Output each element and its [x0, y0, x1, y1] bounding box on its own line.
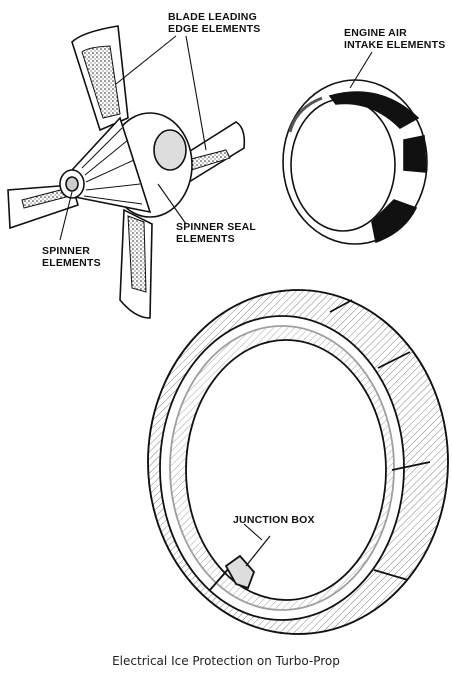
- blade-leading-edge-label: BLADE LEADING EDGE ELEMENTS: [168, 11, 261, 35]
- engine-air-intake-label: ENGINE AIR INTAKE ELEMENTS: [344, 27, 446, 51]
- propeller-assembly: [7, 25, 246, 319]
- junction-box-label: JUNCTION BOX: [233, 514, 315, 526]
- ice-protection-diagram: [7, 25, 449, 635]
- figure-caption: Electrical Ice Protection on Turbo-Prop: [112, 654, 340, 668]
- leader-lines: [59, 35, 373, 541]
- spinner-seal-label: SPINNER SEAL ELEMENTS: [176, 221, 256, 245]
- spinner-label: SPINNER ELEMENTS: [42, 245, 101, 269]
- engine-air-intake-ring: [282, 79, 428, 245]
- large-intake-ring: [147, 289, 449, 635]
